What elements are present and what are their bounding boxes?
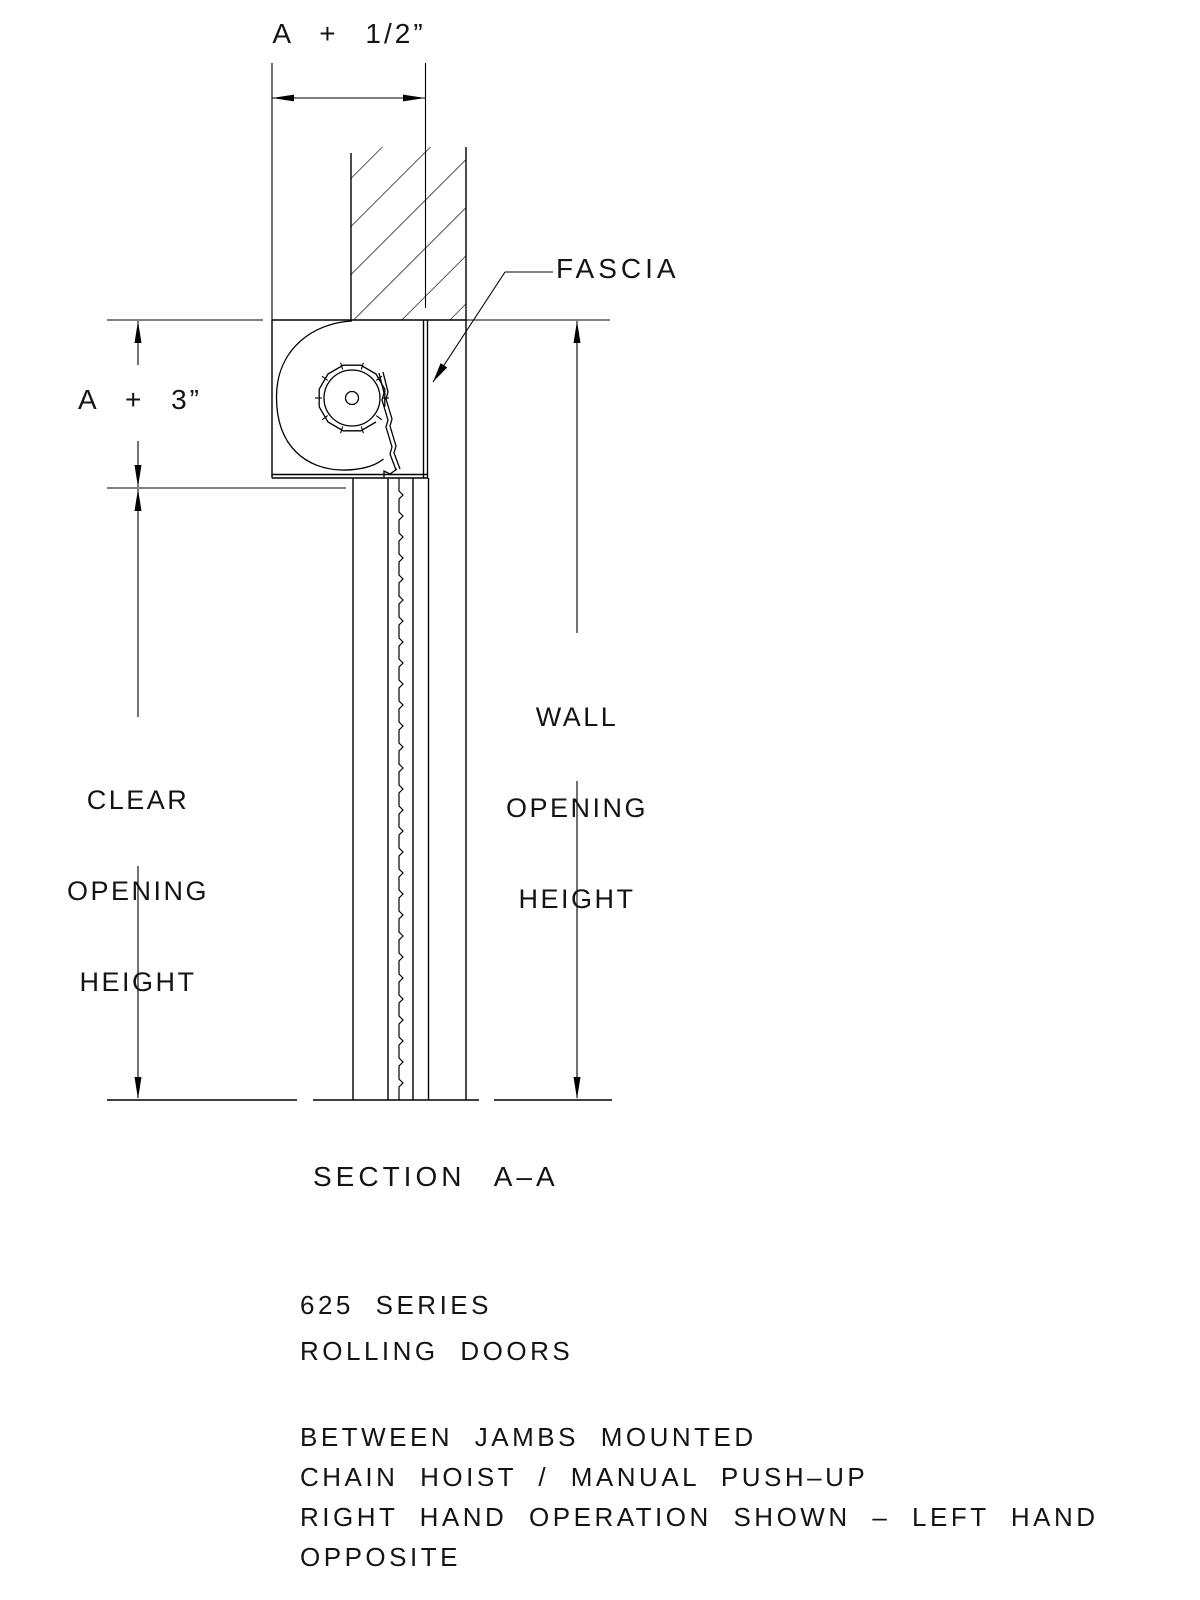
coil-barrel-circle — [323, 369, 381, 427]
arrowhead-down-icon — [134, 465, 142, 487]
arrowhead-up-icon — [134, 321, 142, 343]
coil-outer-curl — [275, 320, 384, 471]
clear-opening-dimension — [134, 489, 142, 1099]
headroom-dimension-label: A + 3” — [78, 384, 202, 415]
arrowhead-left-icon — [272, 94, 294, 102]
coil-ring-ticks — [315, 362, 389, 434]
wall-opening-height-label: WALL OPENING HEIGHT — [506, 650, 648, 977]
wall-section — [350, 147, 467, 1100]
series-title-line1: 625 SERIES — [300, 1290, 492, 1320]
arrowhead-up-icon — [134, 489, 142, 511]
arrowhead-down-icon — [134, 1077, 142, 1099]
curtain-slat-wave — [398, 478, 404, 1100]
barrel-axle-icon — [344, 390, 360, 406]
fascia-leader — [432, 271, 553, 383]
clear-opening-line1: CLEAR — [86, 785, 190, 815]
hood-outline — [271, 319, 429, 479]
clear-opening-line3: HEIGHT — [79, 967, 197, 997]
width-dimension — [271, 63, 427, 320]
clear-opening-line2: OPENING — [66, 876, 210, 906]
wall-opening-line3: HEIGHT — [518, 884, 636, 914]
curtain-bottom-bar — [383, 468, 398, 478]
wall-hatch — [351, 147, 466, 320]
extension-lines — [107, 319, 610, 489]
mounting-note-line1: BETWEEN JAMBS MOUNTED — [300, 1422, 757, 1452]
arrowhead-up-icon — [573, 321, 581, 343]
coil-slat-ring — [318, 364, 386, 432]
mounting-note-line3: RIGHT HAND OPERATION SHOWN – LEFT HAND — [300, 1502, 1099, 1532]
width-dimension-label: A + 1/2” — [272, 18, 426, 49]
wall-opening-line2: OPENING — [505, 793, 649, 823]
headroom-dimension — [134, 321, 142, 487]
curtain-tail-line1 — [378, 372, 397, 471]
arrowhead-down-icon — [573, 1077, 581, 1099]
series-title-line2: ROLLING DOORS — [300, 1336, 574, 1366]
coil-assembly — [275, 320, 401, 478]
arrowhead-right-icon — [403, 94, 425, 102]
mounting-note-line4: OPPOSITE — [300, 1542, 461, 1572]
wall-opening-dimension — [573, 321, 581, 1099]
wall-opening-line1: WALL — [535, 702, 619, 732]
section-title: SECTION A–A — [313, 1161, 559, 1192]
curtain-guides — [352, 478, 430, 1100]
fascia-label: FASCIA — [556, 253, 680, 284]
mounting-note-line2: CHAIN HOIST / MANUAL PUSH–UP — [300, 1462, 869, 1492]
curtain-tail-line2 — [382, 371, 401, 470]
clear-opening-height-label: CLEAR OPENING HEIGHT — [67, 733, 209, 1060]
leader-arrowhead-icon — [433, 363, 448, 382]
